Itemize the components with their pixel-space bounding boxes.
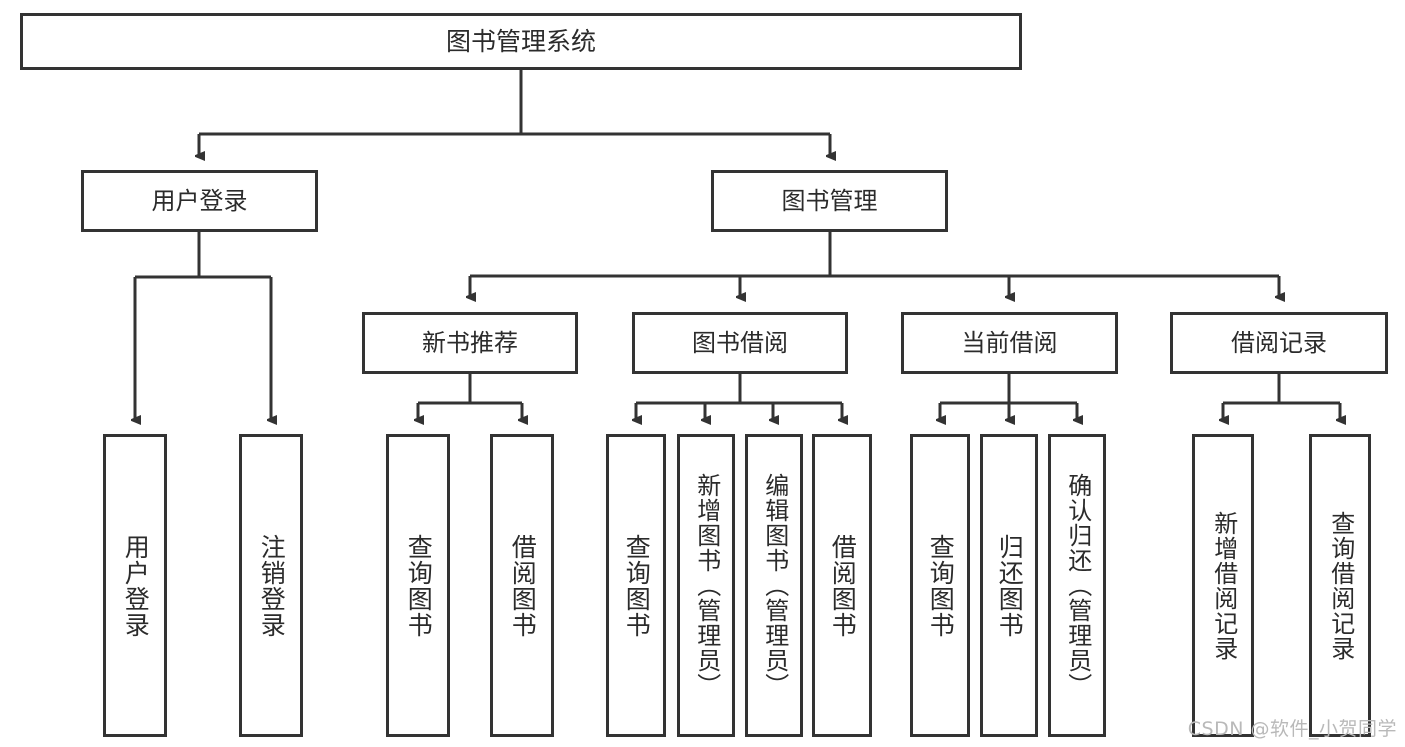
- node-label: 新书推荐: [422, 328, 518, 357]
- node-label: 确认归还（管理员）: [1063, 473, 1092, 698]
- node-leaf-query-book-current[interactable]: 查询图书: [910, 434, 970, 737]
- node-leaf-query-borrowing-record[interactable]: 查询借阅记录: [1309, 434, 1371, 737]
- node-label: 借阅图书: [828, 533, 858, 638]
- node-label: 查询图书: [622, 533, 652, 638]
- node-label: 借阅图书: [508, 533, 538, 638]
- node-label: 查询图书: [404, 533, 434, 638]
- node-label: 用户登录: [151, 186, 248, 215]
- node-label: 当前借阅: [961, 328, 1058, 357]
- node-book-borrowing[interactable]: 图书借阅: [632, 312, 848, 374]
- node-leaf-edit-book-admin[interactable]: 编辑图书（管理员）: [745, 434, 803, 737]
- node-label: 用户登录: [121, 533, 151, 638]
- node-leaf-confirm-return-admin[interactable]: 确认归还（管理员）: [1048, 434, 1106, 737]
- node-leaf-user-login[interactable]: 用户登录: [103, 434, 167, 737]
- node-book-management[interactable]: 图书管理: [711, 170, 948, 232]
- node-leaf-query-book-borrowing[interactable]: 查询图书: [606, 434, 666, 737]
- node-label: 查询图书: [926, 533, 956, 638]
- node-root-book-management-system[interactable]: 图书管理系统: [20, 13, 1022, 70]
- node-label: 查询借阅记录: [1326, 510, 1355, 661]
- node-label: 归还图书: [995, 533, 1025, 638]
- node-label: 新增图书（管理员）: [692, 473, 721, 698]
- node-label: 注销登录: [257, 533, 287, 638]
- node-new-book-recommendation[interactable]: 新书推荐: [362, 312, 578, 374]
- node-label: 图书借阅: [692, 328, 788, 357]
- node-leaf-borrow-book-borrowing[interactable]: 借阅图书: [812, 434, 872, 737]
- node-label: 新增借阅记录: [1209, 510, 1238, 661]
- node-label: 借阅记录: [1231, 328, 1327, 357]
- node-leaf-return-book[interactable]: 归还图书: [980, 434, 1038, 737]
- node-leaf-add-borrowing-record[interactable]: 新增借阅记录: [1192, 434, 1254, 737]
- node-label: 编辑图书（管理员）: [760, 473, 789, 698]
- node-label: 图书管理: [781, 186, 878, 215]
- node-leaf-add-book-admin[interactable]: 新增图书（管理员）: [677, 434, 735, 737]
- node-leaf-query-book-recommendation[interactable]: 查询图书: [386, 434, 450, 737]
- node-borrowing-record[interactable]: 借阅记录: [1170, 312, 1388, 374]
- node-current-borrowing[interactable]: 当前借阅: [901, 312, 1118, 374]
- node-leaf-user-logout[interactable]: 注销登录: [239, 434, 303, 737]
- node-user-login[interactable]: 用户登录: [81, 170, 318, 232]
- node-leaf-borrow-book-recommendation[interactable]: 借阅图书: [490, 434, 554, 737]
- node-label: 图书管理系统: [445, 26, 596, 56]
